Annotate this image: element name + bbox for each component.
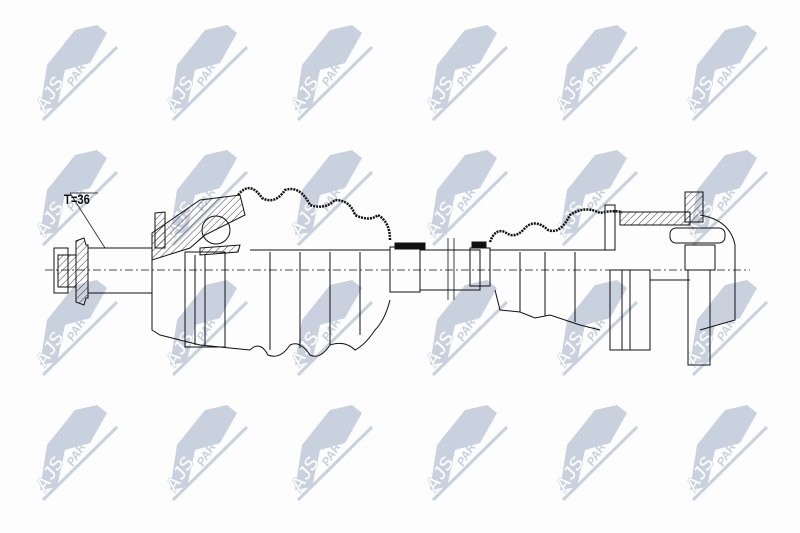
main-shaft [389,238,491,300]
label-leader-line [69,192,106,249]
inner-boot-bottom [249,299,391,357]
spline-count-label: T=36 [64,191,90,207]
outer-cv-joint [604,191,736,366]
left-stub-shaft [53,192,153,306]
inner-boot-top [237,187,392,241]
inner-cv-joint [151,194,251,351]
outer-boot-top [488,208,623,243]
outer-boot-bottom [494,289,601,331]
